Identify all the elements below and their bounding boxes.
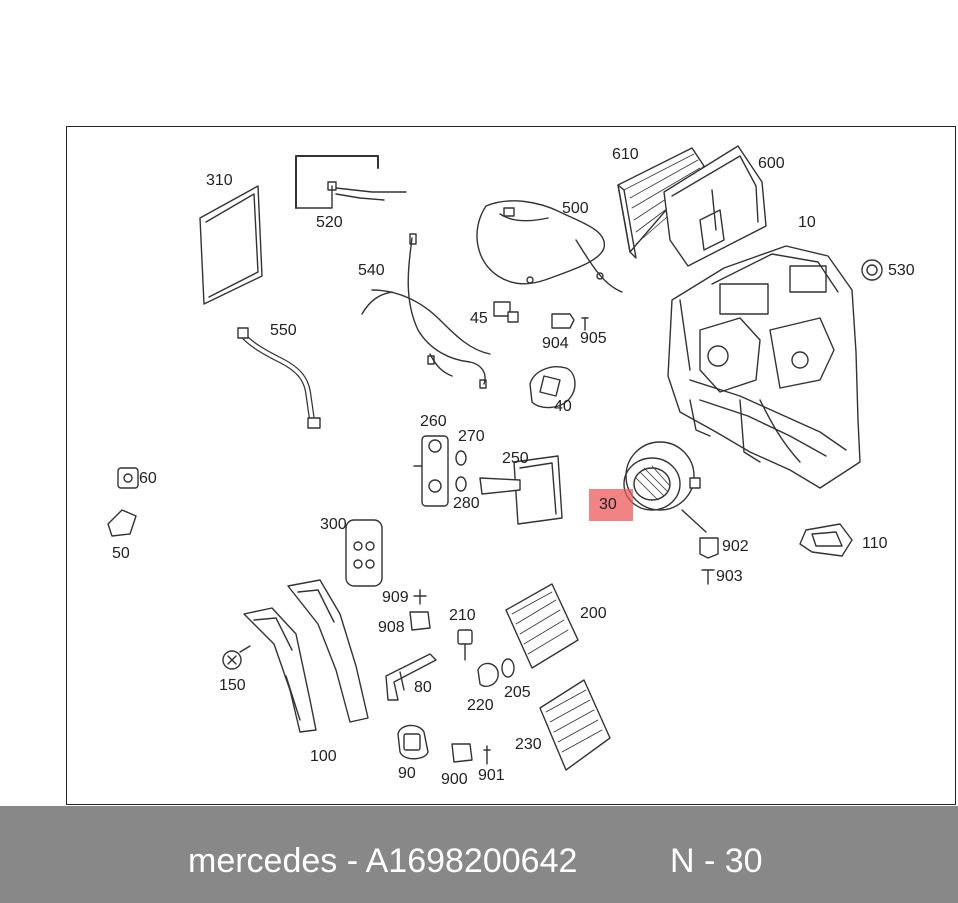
- part-540-harness: [361, 233, 491, 389]
- part-50-actuator: [107, 509, 137, 537]
- footer-brand-part-number: mercedes - A1698200642: [188, 842, 578, 880]
- callout-908: 908: [378, 619, 405, 636]
- part-909-screw: [413, 589, 427, 605]
- callout-270: 270: [458, 428, 485, 445]
- part-904-905-connector: [551, 313, 589, 331]
- callout-100: 100: [310, 748, 337, 765]
- part-250-evaporator: [479, 455, 563, 525]
- part-30-blower-fan: [623, 441, 707, 533]
- part-150-bolt: [222, 645, 251, 670]
- callout-300: 300: [320, 516, 347, 533]
- part-270-seal: [455, 450, 467, 466]
- callout-600: 600: [758, 155, 785, 172]
- part-90-regulator: [397, 724, 429, 760]
- callout-550: 550: [270, 322, 297, 339]
- callout-10: 10: [798, 214, 816, 231]
- callout-903: 903: [716, 568, 743, 585]
- callout-901: 901: [478, 767, 505, 784]
- callout-310: 310: [206, 172, 233, 189]
- part-900-connector: [451, 743, 473, 763]
- callout-50: 50: [112, 545, 130, 562]
- callout-610: 610: [612, 146, 639, 163]
- part-280-seal: [455, 476, 467, 492]
- part-530-grommet: [861, 259, 883, 281]
- callout-30: 30: [599, 496, 617, 513]
- part-205-seal: [501, 658, 515, 678]
- footer-position-code: N - 30: [670, 842, 763, 880]
- callout-110: 110: [862, 535, 888, 552]
- part-902-connector: [699, 537, 719, 559]
- part-110-clip: [799, 523, 853, 557]
- callout-90: 90: [398, 765, 416, 782]
- part-903-screw: [701, 569, 715, 585]
- callout-520: 520: [316, 214, 343, 231]
- part-210-bolt: [457, 629, 473, 661]
- part-500-harness-loop: [476, 200, 623, 293]
- part-200-heater-core: [505, 583, 579, 669]
- callout-280: 280: [453, 495, 480, 512]
- callout-60: 60: [139, 470, 157, 487]
- callout-230: 230: [515, 736, 542, 753]
- part-300-plate: [345, 519, 383, 587]
- callout-909: 909: [382, 589, 409, 606]
- callout-500: 500: [562, 200, 589, 217]
- footer-bar: [0, 806, 958, 903]
- part-260-expansion-valve: [413, 435, 449, 507]
- part-40-actuator: [529, 366, 576, 409]
- callout-80: 80: [414, 679, 432, 696]
- callout-904: 904: [542, 335, 569, 352]
- part-100-air-duct: [243, 579, 369, 733]
- callout-250: 250: [502, 450, 529, 467]
- callout-540: 540: [358, 262, 385, 279]
- part-80-bracket: [385, 653, 437, 701]
- part-10-hvac-housing: [667, 245, 861, 489]
- part-310-filter-panel: [199, 185, 263, 305]
- part-908-connector: [409, 611, 431, 631]
- callout-260: 260: [420, 413, 447, 430]
- part-610-cabin-filter: [617, 147, 705, 259]
- part-60-sensor: [117, 467, 139, 489]
- callout-905: 905: [580, 330, 607, 347]
- callout-530: 530: [888, 262, 915, 279]
- part-220-connector: [477, 662, 499, 688]
- part-45-sensor: [493, 301, 519, 323]
- callout-902: 902: [722, 538, 749, 555]
- callout-40: 40: [554, 398, 572, 415]
- part-550-pipe: [237, 327, 321, 429]
- part-520-harness: [295, 155, 407, 209]
- callout-210: 210: [449, 607, 476, 624]
- parts-diagram: [107, 145, 883, 771]
- part-901-screw: [483, 745, 491, 765]
- highlight-part-30: [589, 489, 633, 521]
- callout-45: 45: [470, 310, 488, 327]
- part-230-heat-exchanger: [539, 679, 611, 771]
- callout-220: 220: [467, 697, 494, 714]
- callout-150: 150: [219, 677, 246, 694]
- callout-900: 900: [441, 771, 468, 788]
- callout-205: 205: [504, 684, 531, 701]
- part-600-filter-housing: [663, 145, 767, 267]
- callout-200: 200: [580, 605, 607, 622]
